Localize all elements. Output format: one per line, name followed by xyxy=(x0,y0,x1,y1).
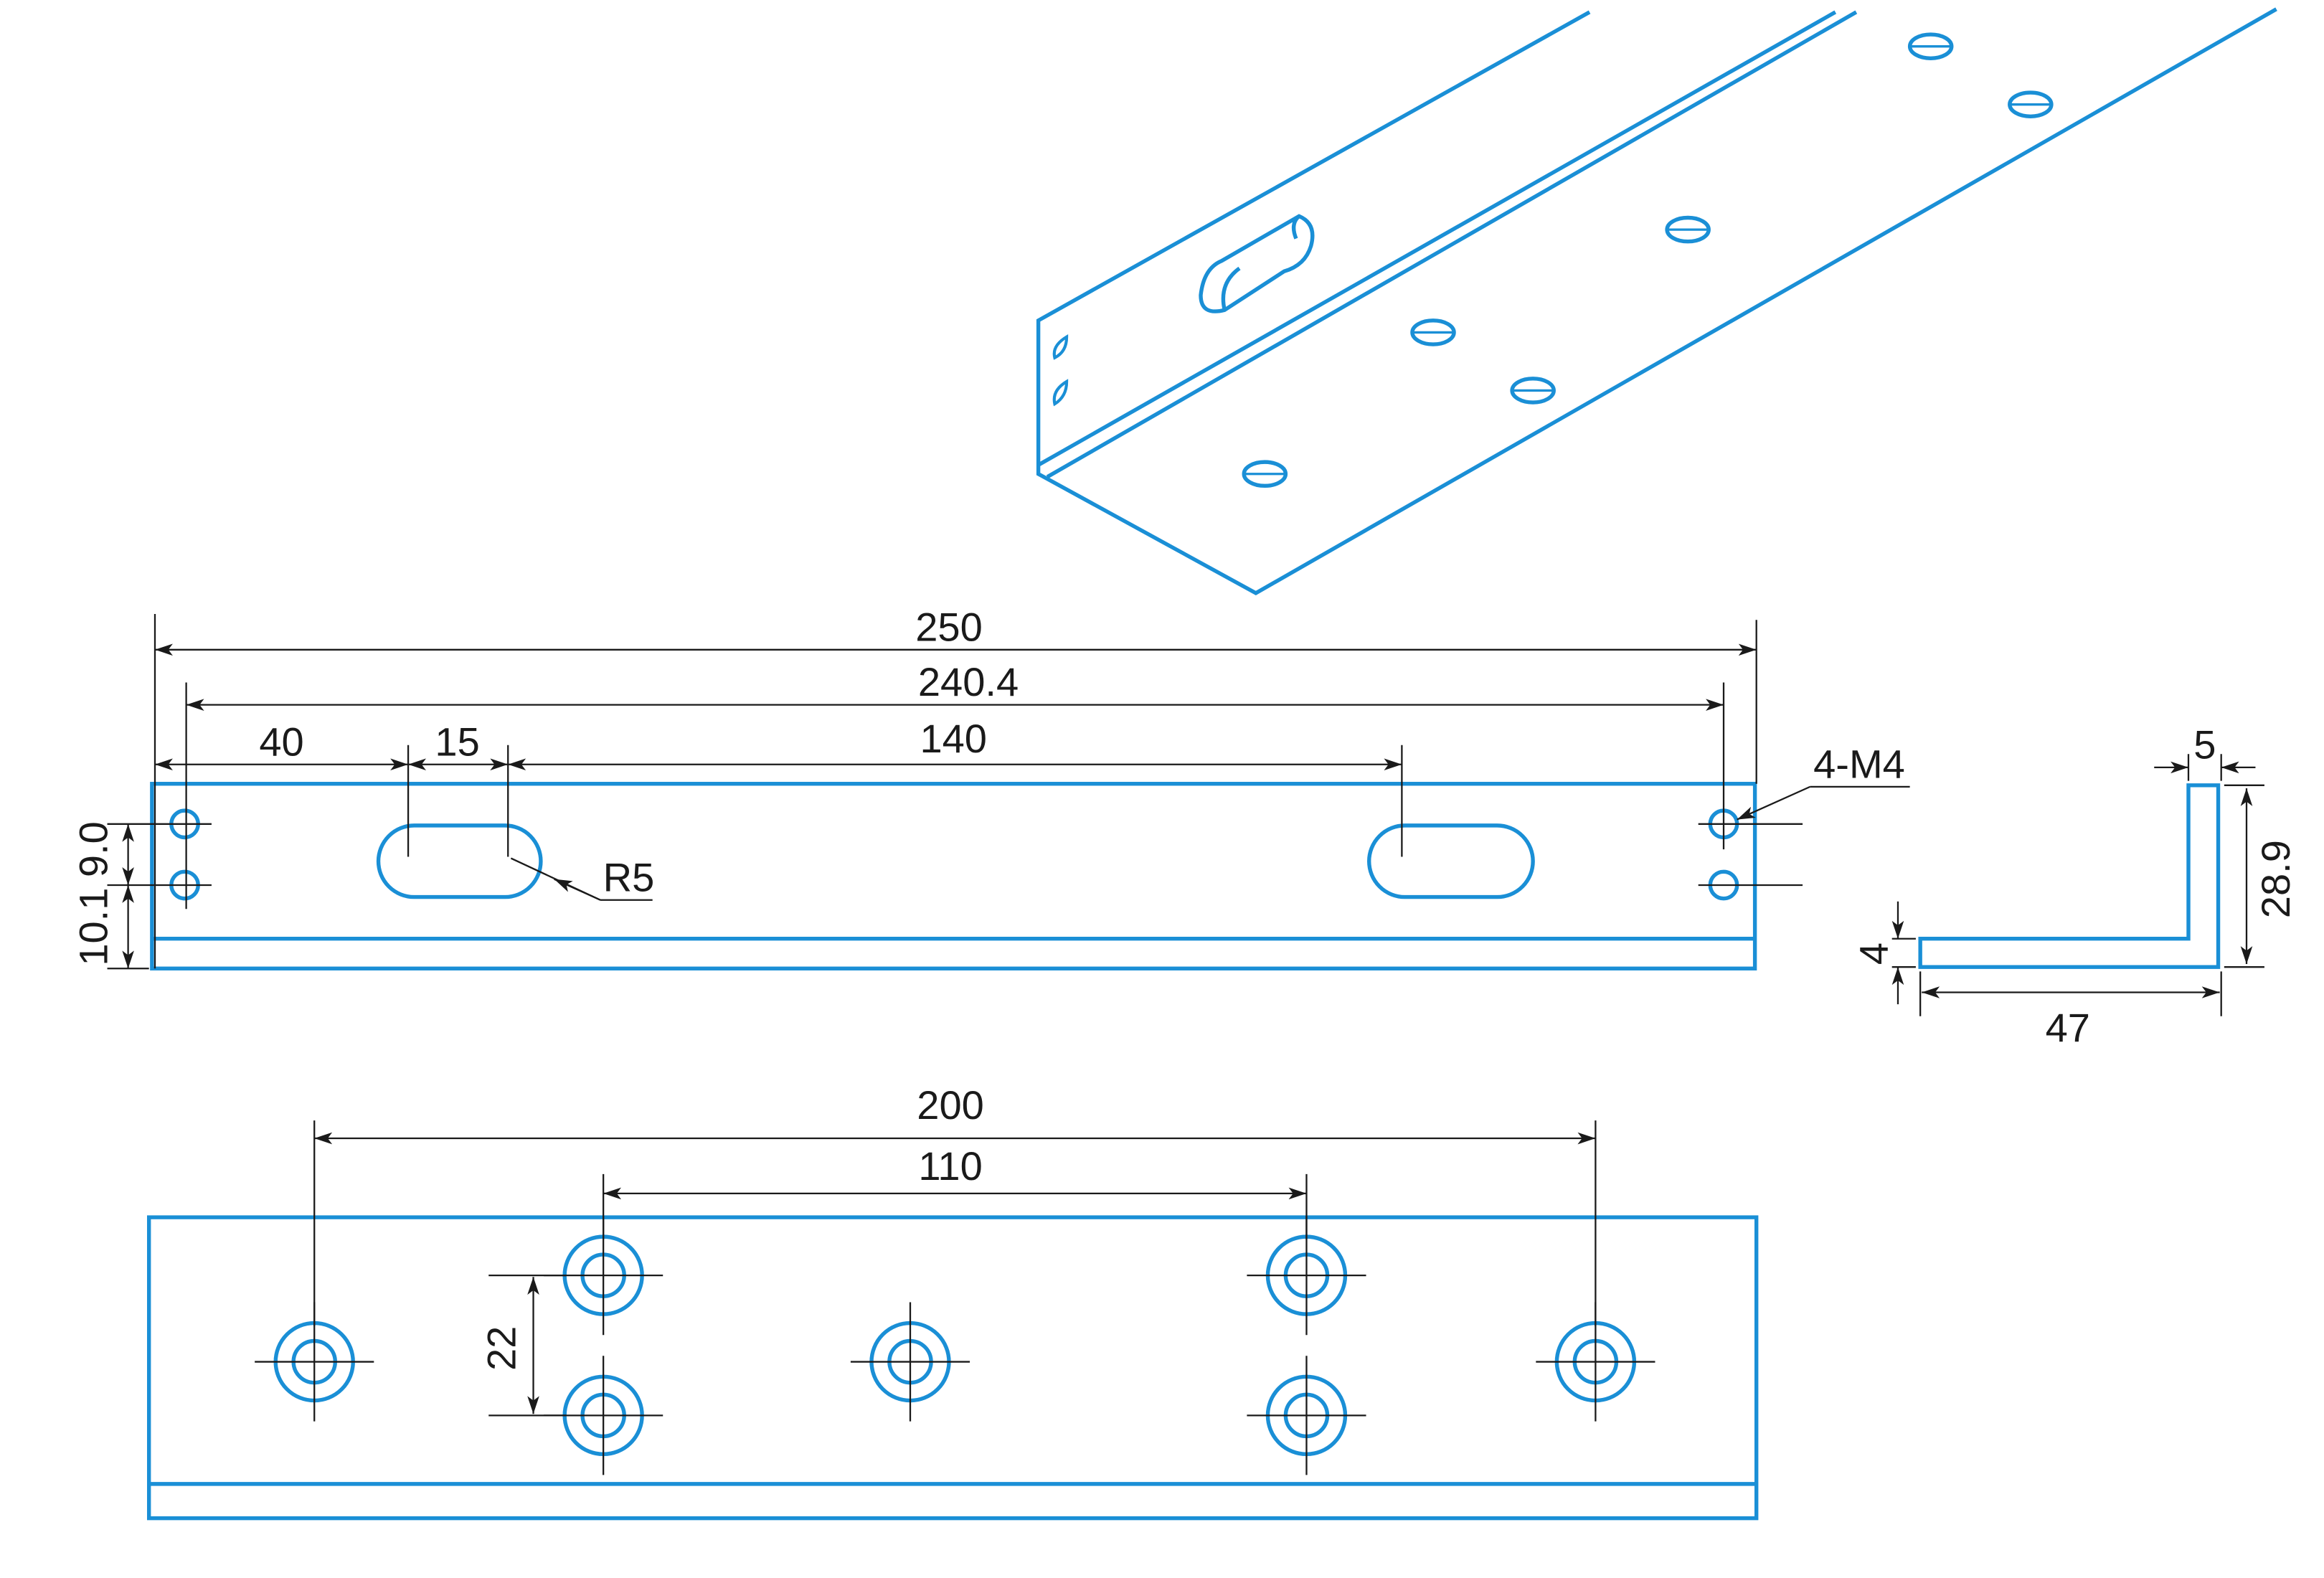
dim-slot-length: 15 xyxy=(435,719,479,764)
dim-inner-holes: 110 xyxy=(918,1143,982,1189)
iso-outline xyxy=(1036,7,2277,595)
hole-callout: 4-M4 xyxy=(1813,741,1905,786)
hole-centerline xyxy=(1247,1356,1366,1475)
iso-fold-line xyxy=(1037,10,1858,479)
dim-slot-spacing: 140 xyxy=(920,716,987,761)
dim-thickness-top: 5 xyxy=(2193,722,2216,767)
slot-radius: R5 xyxy=(603,854,655,899)
iso-slot xyxy=(1199,214,1315,313)
slot xyxy=(376,823,543,899)
dim-height: 28.9 xyxy=(2253,840,2298,918)
dim-hole-pitch: 9.0 xyxy=(71,821,116,877)
dim-hole-span: 240.4 xyxy=(918,659,1019,704)
countersunk-hole xyxy=(1247,1356,1366,1475)
hole-centerline xyxy=(850,1302,970,1422)
front-view: 250 240.4 40 15 140 4-M4 R5 10.1 9.0 xyxy=(71,604,1910,970)
bottom-view: 200 110 22 xyxy=(146,1082,1759,1521)
section-view: 5 28.9 4 47 xyxy=(1851,722,2298,1050)
isometric-view xyxy=(1036,7,2277,595)
dim-width: 47 xyxy=(2046,1005,2090,1050)
bottom-outline xyxy=(146,1215,1759,1521)
dim-thickness-base: 4 xyxy=(1851,942,1896,965)
dim-to-slot: 40 xyxy=(259,719,303,764)
dim-vertical-pitch: 22 xyxy=(479,1326,524,1371)
dim-lower: 10.1 xyxy=(71,888,116,966)
angle-profile xyxy=(1918,783,2221,969)
dim-overall-length: 250 xyxy=(915,604,983,649)
dim-outer-holes: 200 xyxy=(917,1082,984,1128)
iso-side-hole xyxy=(1052,334,1069,407)
countersunk-hole xyxy=(850,1302,970,1422)
slot xyxy=(1366,823,1535,899)
front-outline xyxy=(150,782,1757,970)
